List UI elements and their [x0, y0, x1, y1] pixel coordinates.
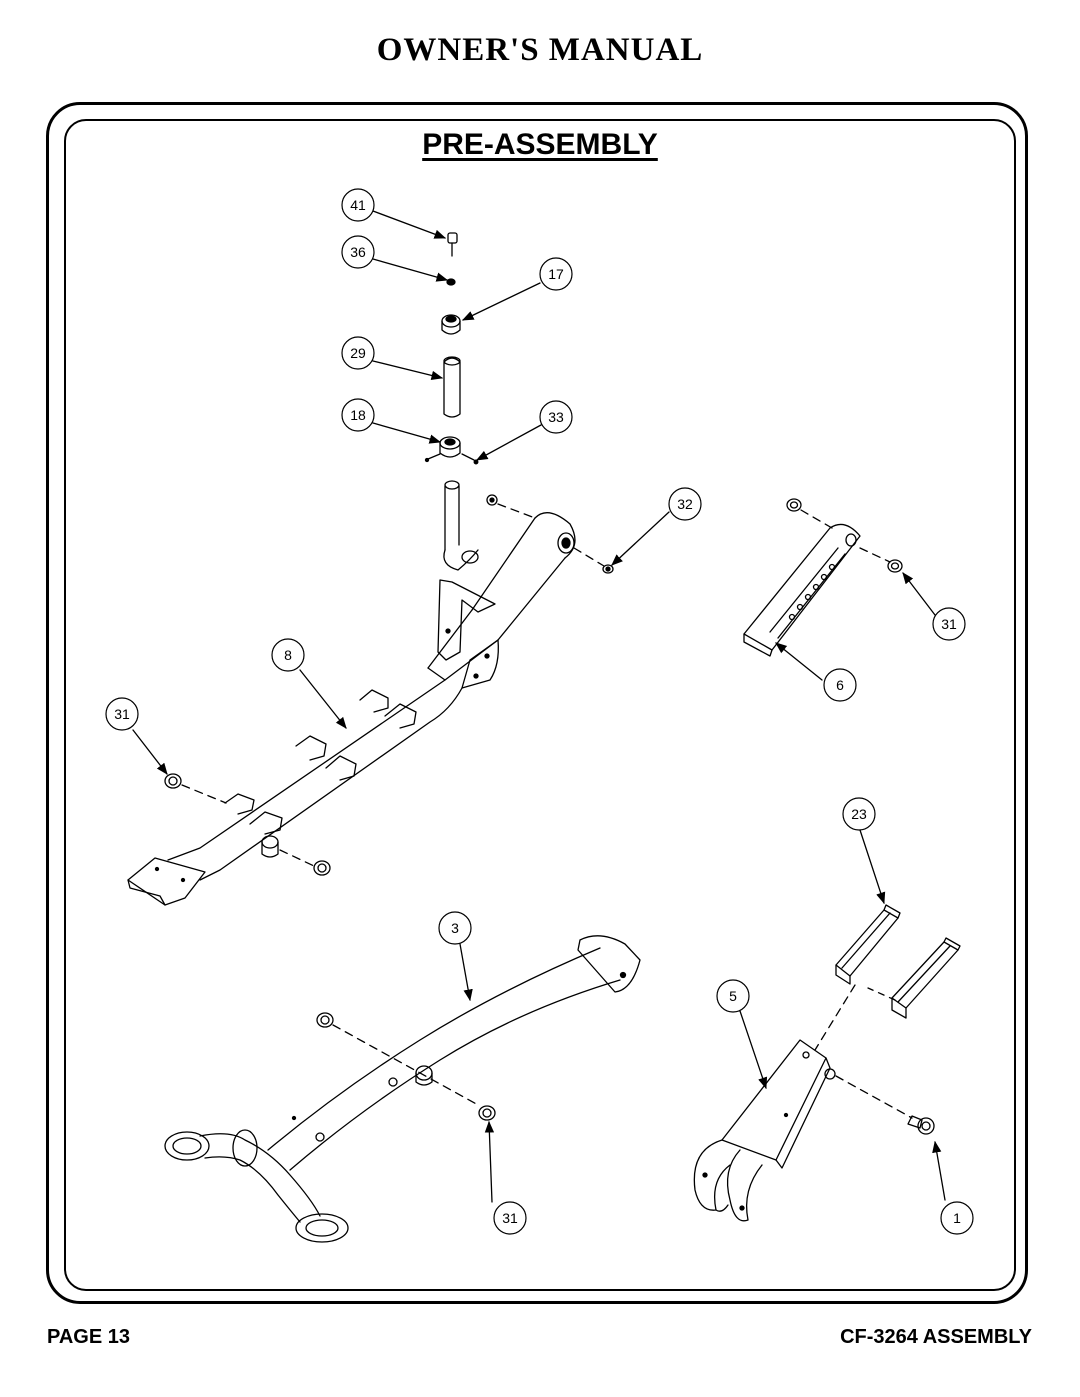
- callout-3: 3: [438, 911, 472, 945]
- callout-23: 23: [842, 797, 876, 831]
- callout-17: 17: [539, 257, 573, 291]
- callout-5: 5: [716, 979, 750, 1013]
- svg-text:18: 18: [350, 407, 366, 423]
- svg-text:17: 17: [548, 266, 564, 282]
- page-number: PAGE 13: [47, 1326, 130, 1348]
- cross-member-3: [164, 935, 641, 1243]
- section-title: PRE-ASSEMBLY: [422, 128, 658, 161]
- svg-text:32: 32: [677, 496, 693, 512]
- svg-text:3: 3: [451, 920, 459, 936]
- bolt-41: [447, 232, 458, 244]
- washer-36: [446, 278, 456, 286]
- inner-frame: [64, 119, 1016, 1291]
- svg-text:31: 31: [941, 616, 957, 632]
- callout-32: 32: [668, 487, 702, 521]
- svg-text:5: 5: [729, 988, 737, 1004]
- manual-title: OWNER'S MANUAL: [376, 32, 704, 68]
- callout-31-bottom: 31: [493, 1201, 527, 1235]
- seat-post-5: [693, 1039, 935, 1222]
- callout-1: 1: [940, 1201, 974, 1235]
- callout-bubbles: 41 36 17 29 18 33 32 8 31 31 6 23 3 5 31…: [105, 188, 974, 1235]
- bushings-frame-8: [164, 494, 614, 876]
- assembly-label: CF-3264 ASSEMBLY: [840, 1326, 1032, 1348]
- svg-text:29: 29: [350, 345, 366, 361]
- leader-lines: [132, 210, 946, 1203]
- callout-36: 36: [341, 235, 375, 269]
- adjuster-tube-6: [743, 498, 903, 657]
- callout-29: 29: [341, 336, 375, 370]
- svg-text:36: 36: [350, 244, 366, 260]
- svg-text:6: 6: [836, 677, 844, 693]
- sleeve-29: [443, 357, 461, 418]
- pivot-stack: [424, 232, 479, 465]
- callout-31-left: 31: [105, 697, 139, 731]
- callout-6: 6: [823, 668, 857, 702]
- callout-41: 41: [341, 188, 375, 222]
- main-frame-8: [127, 480, 576, 906]
- svg-text:33: 33: [548, 409, 564, 425]
- outer-frame: [46, 102, 1028, 1304]
- callout-8: 8: [271, 638, 305, 672]
- brackets-23: [814, 904, 961, 1051]
- svg-text:31: 31: [502, 1210, 518, 1226]
- svg-text:8: 8: [284, 647, 292, 663]
- callout-18: 18: [341, 398, 375, 432]
- svg-text:23: 23: [851, 806, 867, 822]
- svg-text:41: 41: [350, 197, 366, 213]
- svg-text:31: 31: [114, 706, 130, 722]
- callout-33: 33: [539, 400, 573, 434]
- callout-31-right: 31: [932, 607, 966, 641]
- svg-text:1: 1: [953, 1210, 961, 1226]
